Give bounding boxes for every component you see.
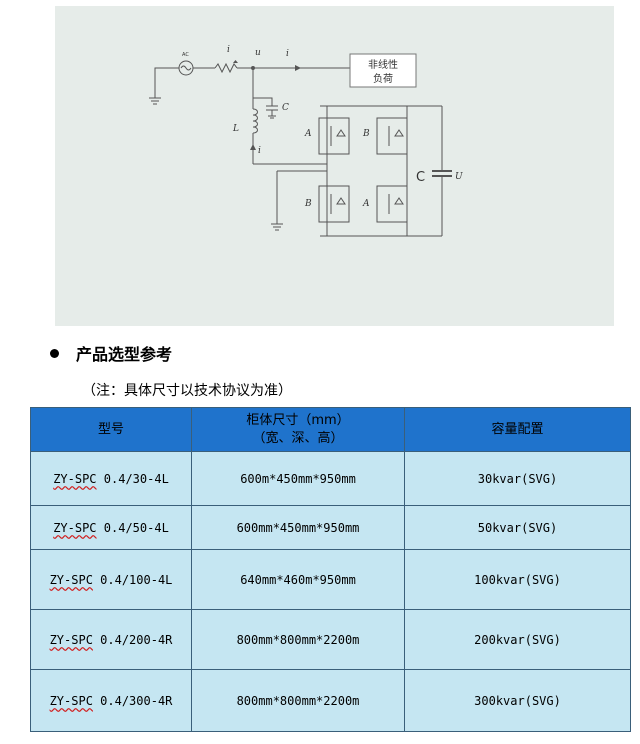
cell-model: ZY-SPC 0.4/300-4R xyxy=(30,669,192,732)
label-b-upper: B xyxy=(362,129,370,139)
cell-model: ZY-SPC 0.4/30-4L xyxy=(30,451,192,506)
cell-capacity: 200kvar(SVG) xyxy=(404,609,631,670)
cell-capacity: 50kvar(SVG) xyxy=(404,505,631,550)
ac-source: AC xyxy=(178,52,194,76)
switch-b-lower xyxy=(318,185,350,223)
table-header-row: 型号 柜体尺寸（mm） （宽、深、高） 容量配置 xyxy=(30,407,631,452)
cell-size: 640mm*460m*950mm xyxy=(191,549,405,610)
model-prefix: ZY-SPC xyxy=(53,471,97,486)
circuit-diagram: AC i u i 非线性 负荷 L i C xyxy=(149,45,463,237)
label-a-upper: A xyxy=(304,129,312,139)
label-il: i xyxy=(286,49,289,59)
load-box-line1: 非线性 xyxy=(368,58,398,71)
table-row: ZY-SPC 0.4/30-4L 600m*450mm*950mm 30kvar… xyxy=(30,451,631,506)
cell-model: ZY-SPC 0.4/50-4L xyxy=(30,505,192,550)
model-suffix: 0.4/50-4L xyxy=(96,520,169,535)
label-cm: C xyxy=(282,103,289,113)
section-heading: 产品选型参考 xyxy=(50,340,172,366)
cell-size: 600mm*450mm*950mm xyxy=(191,505,405,550)
section-title: 产品选型参考 xyxy=(76,345,173,364)
label-is: i xyxy=(227,45,230,55)
header-size-line2: （宽、深、高） xyxy=(252,430,344,446)
source-resistor xyxy=(214,62,238,74)
circuit-diagram-panel: AC i u i 非线性 负荷 L i C xyxy=(55,6,614,326)
model-suffix: 0.4/30-4L xyxy=(96,471,169,486)
cell-size: 800mm*800mm*2200m xyxy=(191,609,405,670)
model-prefix: ZY-SPC xyxy=(49,572,93,587)
table-row: ZY-SPC 0.4/50-4L 600mm*450mm*950mm 50kva… xyxy=(30,505,631,550)
inductor-lm xyxy=(252,108,258,134)
label-lm: L xyxy=(232,124,239,134)
table-row: ZY-SPC 0.4/200-4R 800mm*800mm*2200m 200k… xyxy=(30,609,631,670)
cell-capacity: 100kvar(SVG) xyxy=(404,549,631,610)
table-row: ZY-SPC 0.4/100-4L 640mm*460m*950mm 100kv… xyxy=(30,549,631,610)
model-prefix: ZY-SPC xyxy=(53,520,97,535)
switch-a-lower xyxy=(376,185,408,223)
nonlinear-load-box xyxy=(349,53,417,88)
cell-size: 800mm*800mm*2200m xyxy=(191,669,405,732)
model-prefix: ZY-SPC xyxy=(49,693,93,708)
cell-size: 600m*450mm*950mm xyxy=(191,451,405,506)
header-size: 柜体尺寸（mm） （宽、深、高） xyxy=(191,407,405,452)
label-a-lower: A xyxy=(362,199,370,209)
load-box-line2: 负荷 xyxy=(373,72,393,85)
model-suffix: 0.4/200-4R xyxy=(92,632,173,647)
switch-a-upper xyxy=(318,117,350,155)
cell-model: ZY-SPC 0.4/200-4R xyxy=(30,609,192,670)
cell-capacity: 300kvar(SVG) xyxy=(404,669,631,732)
label-ic: i xyxy=(258,146,261,156)
cell-capacity: 30kvar(SVG) xyxy=(404,451,631,506)
product-selection-table: 型号 柜体尺寸（mm） （宽、深、高） 容量配置 ZY-SPC 0.4/30-4… xyxy=(30,407,631,732)
source-ground-wire xyxy=(154,67,179,98)
model-prefix: ZY-SPC xyxy=(49,632,93,647)
svg-text:AC: AC xyxy=(182,52,189,58)
header-size-line1: 柜体尺寸（mm） xyxy=(246,412,350,428)
model-suffix: 0.4/100-4L xyxy=(92,572,173,587)
switch-b-upper xyxy=(376,117,408,155)
note-text: （注：具体尺寸以技术协议为准） xyxy=(82,383,292,399)
header-capacity: 容量配置 xyxy=(404,407,631,452)
cell-model: ZY-SPC 0.4/100-4L xyxy=(30,549,192,610)
bullet-icon xyxy=(50,348,59,358)
label-ul: u xyxy=(255,48,261,58)
header-model: 型号 xyxy=(30,407,192,452)
ground-symbol-left xyxy=(149,97,161,105)
label-c: C xyxy=(416,170,425,185)
label-b-lower: B xyxy=(304,199,312,209)
model-suffix: 0.4/300-4R xyxy=(92,693,173,708)
label-uc: U xyxy=(455,172,463,182)
table-row: ZY-SPC 0.4/300-4R 800mm*800mm*2200m 300k… xyxy=(30,669,631,732)
